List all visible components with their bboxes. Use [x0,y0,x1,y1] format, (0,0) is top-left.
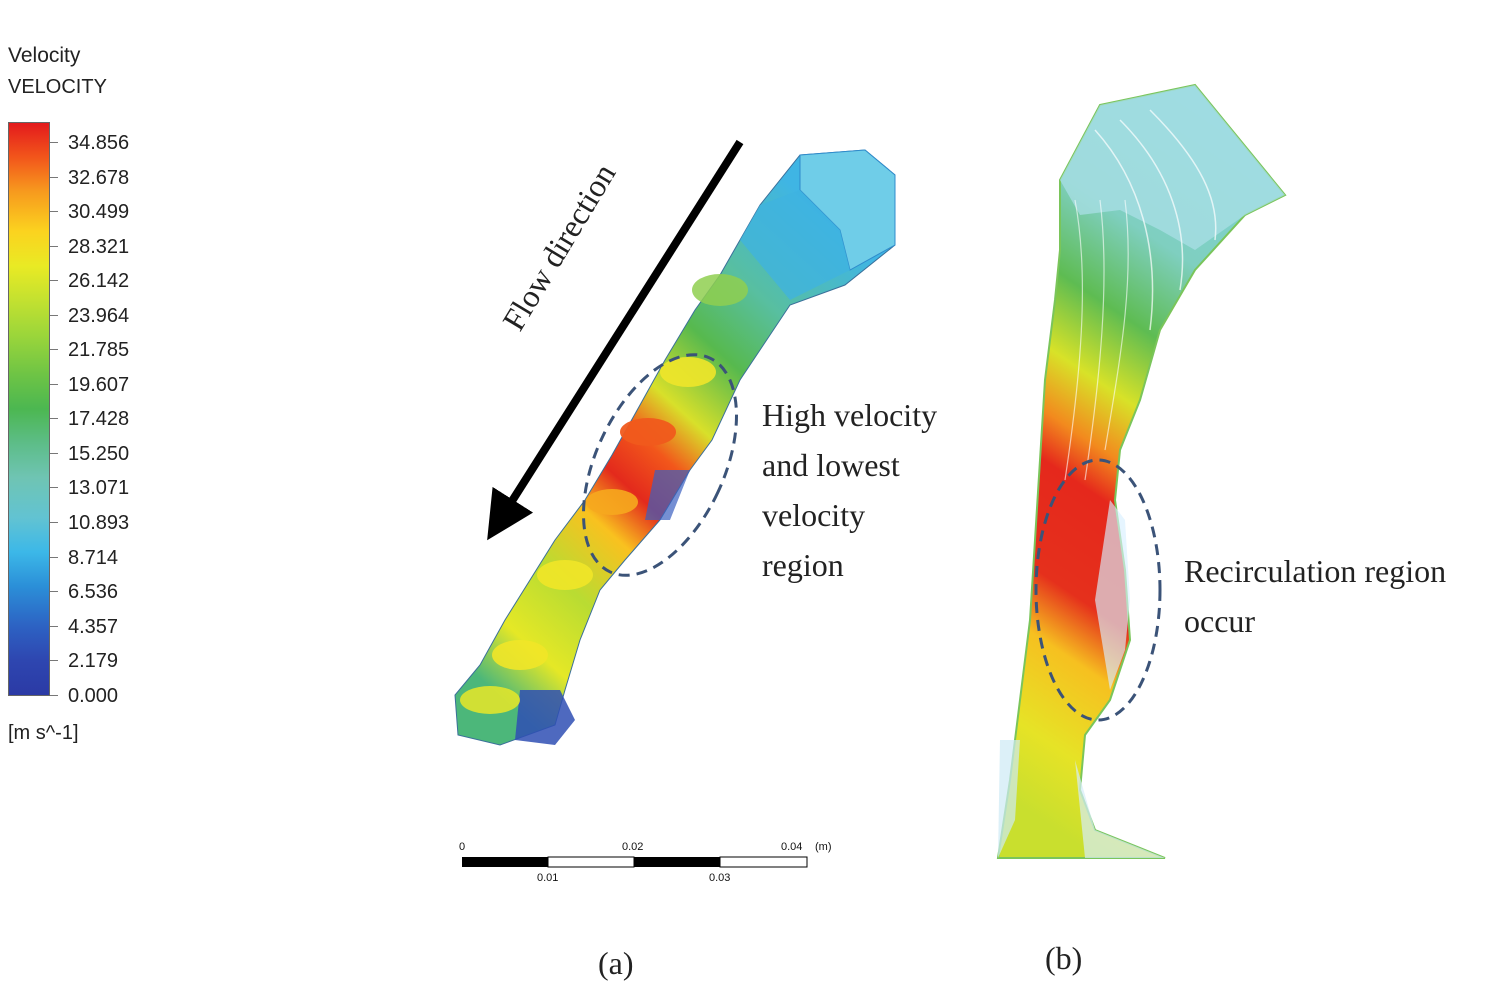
flow-direction-arrow [487,139,744,541]
colorbar-tick [50,591,58,592]
colorbar-tick [50,280,58,281]
velocity-colorbar [8,122,50,696]
scale-label: 0.02 [622,841,644,853]
colorbar-tick [50,177,58,178]
annotation-line: and lowest [762,447,900,483]
colorbar-tick-label: 6.536 [68,581,119,603]
colorbar-tick-label: 8.714 [68,547,119,569]
recirculation-annotation: Recirculation region occur [1184,546,1446,646]
colorbar-tick [50,660,58,661]
colorbar-tick-label: 28.321 [68,236,130,258]
streamline-slice-b [996,83,1287,859]
colorbar-tick [50,418,58,419]
legend-title: Velocity [8,44,81,67]
colorbar-tick [50,453,58,454]
colorbar-tick-label: 13.071 [68,477,130,499]
colorbar-tick-label: 0.000 [68,685,119,707]
colorbar-tick [50,557,58,558]
colorbar-tick [50,522,58,523]
colorbar-tick-label: 30.499 [68,201,130,223]
colorbar-tick-label: 32.678 [68,167,130,189]
colorbar-tick [50,626,58,627]
colorbar-tick [50,695,58,696]
annotation-line: occur [1184,603,1256,639]
legend-unit: [m s^-1] [8,722,79,744]
colorbar-tick [50,487,58,488]
colorbar-tick-label: 19.607 [68,374,130,396]
annotation-line: region [762,547,844,583]
scale-bar [462,856,808,868]
colorbar-tick-label: 26.142 [68,270,130,292]
legend-subtitle: VELOCITY [8,76,107,98]
caption-a: (a) [598,945,634,981]
colorbar-tick [50,246,58,247]
airway-model-a [454,149,896,746]
colorbar-tick-label: 4.357 [68,616,119,638]
colorbar-tick [50,315,58,316]
annotation-line: velocity [762,497,866,533]
recirculation-region-outline [1034,458,1162,722]
scale-unit: (m) [815,841,832,853]
scale-label: 0 [459,841,466,853]
colorbar-tick-label: 10.893 [68,512,130,534]
colorbar-tick-label: 34.856 [68,132,130,154]
colorbar-tick-label: 23.964 [68,305,130,327]
high-velocity-annotation: High velocity and lowest velocity region [762,390,937,590]
scale-label: 0.01 [537,872,559,884]
annotation-line: Recirculation region [1184,553,1447,589]
colorbar-tick-label: 2.179 [68,650,119,672]
caption-b: (b) [1045,940,1083,976]
colorbar-tick [50,142,58,143]
high-velocity-region-outline [582,353,738,577]
colorbar-tick-label: 21.785 [68,339,130,361]
scale-label: 0.03 [709,872,731,884]
colorbar-tick [50,384,58,385]
colorbar-tick-label: 15.250 [68,443,130,465]
colorbar-tick [50,349,58,350]
annotation-line: High velocity [762,397,938,433]
scale-label: 0.04 [781,841,803,853]
colorbar-tick [50,211,58,212]
colorbar-tick-label: 17.428 [68,408,130,430]
